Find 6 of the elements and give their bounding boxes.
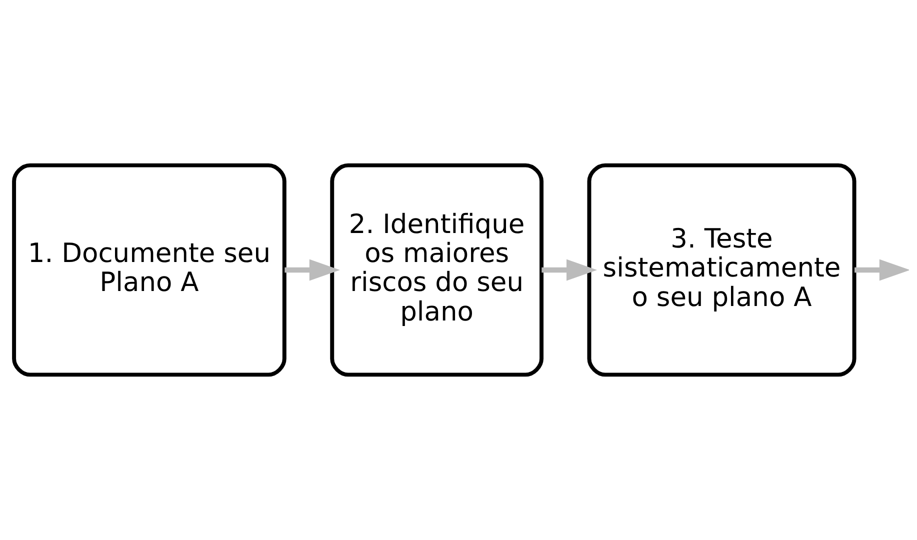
arrow (542, 259, 598, 281)
node-box: 2. Identifique os maiores riscos do seu plano (330, 163, 544, 377)
arrow (854, 259, 909, 281)
arrow (284, 259, 340, 281)
node-box: 3. Teste sistematicamente o seu plano A (587, 163, 856, 377)
node-box: 1. Documente seu Plano A (12, 163, 286, 377)
